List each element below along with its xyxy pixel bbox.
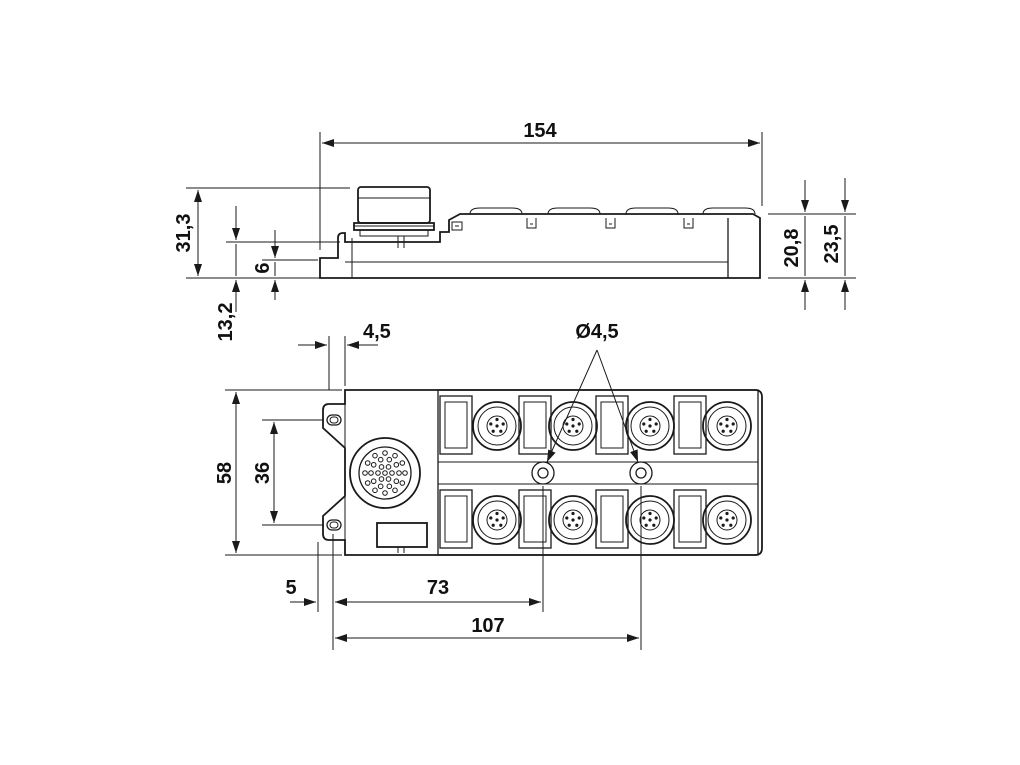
connector-height-label: 23,5 <box>821 225 843 264</box>
m12-socket <box>625 495 675 545</box>
hole-offset-label: 5 <box>285 577 296 599</box>
center-hole-1 <box>531 461 555 485</box>
total-height-label: 31,3 <box>173 214 195 253</box>
label-plate <box>376 522 428 548</box>
dimension-hole-offset: 5 <box>285 577 362 606</box>
dimension-hole-distance-1: 73 <box>335 577 541 606</box>
hole-distance-1-label: 73 <box>427 577 449 599</box>
socket-zone <box>437 389 759 556</box>
socket-label-window <box>439 489 473 549</box>
dimension-base-height: 13,2 <box>215 206 240 342</box>
m12-socket <box>625 401 675 451</box>
socket-label-window-inner <box>523 495 547 543</box>
center-hole-2 <box>629 461 653 485</box>
dimension-total-height: 31,3 <box>173 190 202 276</box>
side-view-main-connector <box>353 186 435 248</box>
socket-label-window-inner <box>523 401 547 449</box>
dimension-overall-length: 154 <box>322 120 760 147</box>
flange-offset-label: 4,5 <box>363 321 391 343</box>
m12-socket <box>702 495 752 545</box>
socket-label-window <box>595 489 629 549</box>
hole-distance-2-label: 107 <box>471 615 504 637</box>
socket-label-window-inner <box>678 401 702 449</box>
overall-length-label: 154 <box>523 120 557 142</box>
base-height-label: 13,2 <box>215 303 237 342</box>
dimension-hole-distance-2: 107 <box>335 615 639 642</box>
side-view-extension-lines <box>186 132 856 279</box>
hole-spacing-label: 36 <box>252 462 274 484</box>
socket-label-window <box>439 395 473 455</box>
mounting-hole-bottom <box>326 519 342 531</box>
socket-label-window-inner <box>600 495 624 543</box>
m12-socket <box>472 401 522 451</box>
top-view-extension-lines <box>225 336 642 650</box>
flange-height-label: 6 <box>252 262 274 273</box>
dimension-body-height: 20,8 <box>781 180 809 310</box>
dimension-hole-diameter: Ø4,5 <box>546 321 639 463</box>
socket-label-window-inner <box>678 495 702 543</box>
socket-label-window <box>518 395 552 455</box>
dimension-flange-offset: 4,5 <box>298 321 391 349</box>
m12-socket <box>702 401 752 451</box>
m12-socket <box>472 495 522 545</box>
side-view-sockets <box>451 207 756 231</box>
top-view: 4,5 Ø4,5 58 36 5 73 <box>214 321 763 650</box>
side-view-body-outline <box>319 213 761 279</box>
dimension-hole-spacing: 36 <box>252 422 278 523</box>
top-view-body-outline <box>322 389 763 556</box>
body-height-label: 20,8 <box>781 229 803 268</box>
hole-diameter-label: Ø4,5 <box>575 321 618 343</box>
dimension-width: 58 <box>214 392 240 553</box>
dimension-connector-height: 23,5 <box>821 178 849 310</box>
m12-socket <box>548 495 598 545</box>
main-round-connector <box>349 437 421 509</box>
width-label: 58 <box>214 462 236 484</box>
socket-label-window <box>518 489 552 549</box>
m12-socket <box>548 401 598 451</box>
socket-label-window <box>595 395 629 455</box>
mounting-hole-top <box>326 414 342 426</box>
socket-array <box>439 395 752 549</box>
socket-label-window-inner <box>444 495 468 543</box>
dimension-flange-height: 6 <box>252 230 279 300</box>
socket-label-window-inner <box>444 401 468 449</box>
socket-label-window-inner <box>600 401 624 449</box>
side-view: 154 31,3 13,2 6 20,8 <box>173 120 856 341</box>
